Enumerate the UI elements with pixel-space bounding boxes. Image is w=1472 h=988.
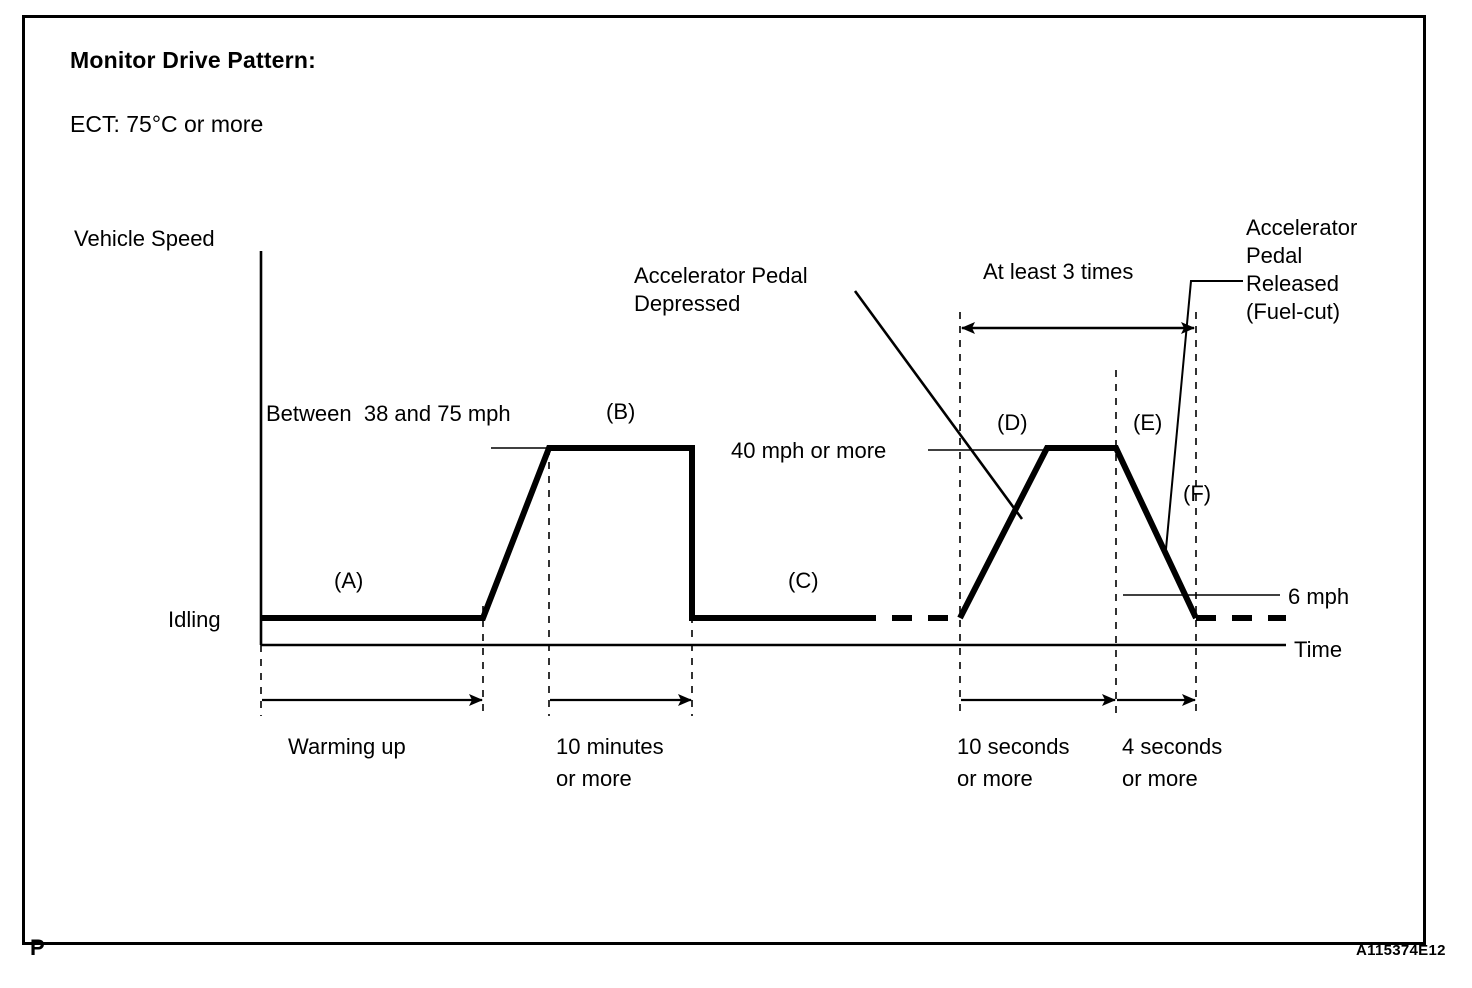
duration-label-ten-minutes-line1: 10 minutes	[556, 734, 664, 759]
duration-label-four-seconds-line2: or more	[1122, 766, 1198, 791]
segment-label-a: (A)	[334, 568, 364, 593]
segment-label-d: (D)	[997, 410, 1028, 435]
annotation-speed-low: 6 mph	[1288, 584, 1350, 609]
annotation-speed-b: Between 38 and 75 mph	[266, 401, 511, 426]
annotation-pedal-depressed: Accelerator Pedal Depressed	[634, 263, 808, 317]
x-axis-label: Time	[1294, 637, 1343, 662]
segment-label-b: (B)	[606, 399, 636, 424]
page-title: Monitor Drive Pattern:	[70, 47, 316, 73]
page-border	[22, 15, 1426, 945]
speed-trace-a-b-c	[261, 445, 856, 621]
annotation-speed-d: 40 mph or more	[731, 438, 887, 463]
duration-label-warming-line1: Warming up	[288, 734, 406, 759]
y-axis-label: Vehicle Speed	[74, 226, 215, 251]
duration-label-ten-seconds-line2: or more	[957, 766, 1033, 791]
segment-label-c: (C)	[788, 568, 819, 593]
annotation-pedal-released: Accelerator Pedal Released (Fuel-cut)	[1246, 215, 1358, 325]
ect-condition: ECT: 75°C or more	[70, 111, 264, 137]
duration-label-four-seconds-line1: 4 seconds	[1122, 734, 1223, 759]
duration-label-ten-minutes-line2: or more	[556, 766, 632, 791]
page-marker: P	[30, 935, 45, 960]
segment-label-f: (F)	[1183, 481, 1212, 506]
idling-label: Idling	[168, 607, 221, 632]
duration-label-ten-seconds-line1: 10 seconds	[957, 734, 1070, 759]
leader-line-pedal-depressed	[853, 290, 1024, 520]
annotation-repeat-count: At least 3 times	[983, 259, 1134, 284]
segment-label-e: (E)	[1133, 410, 1163, 435]
figure-code: A115374E12	[1356, 942, 1446, 959]
leader-line-pedal-released	[1165, 280, 1243, 550]
speed-trace-d-e	[957, 445, 1199, 620]
